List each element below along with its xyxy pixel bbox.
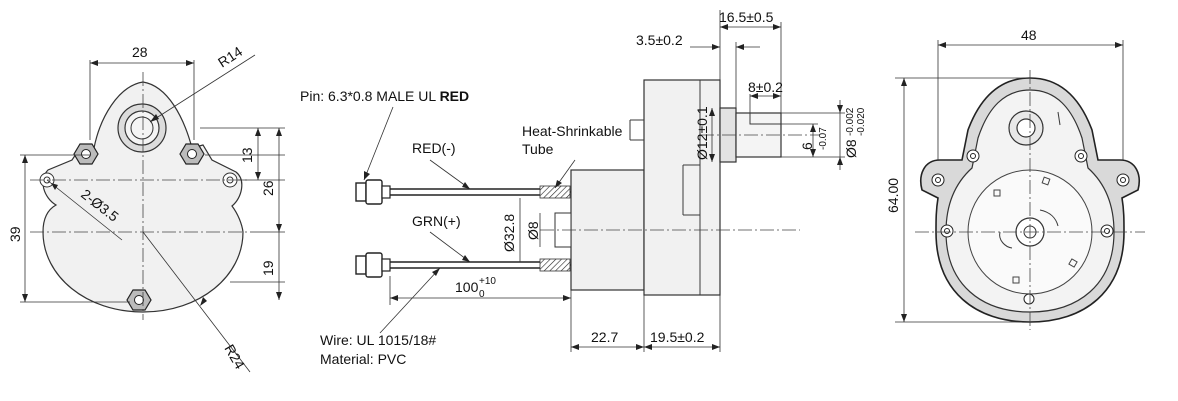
pin-label: Pin: 6.3*0.8 MALE UL RED	[300, 88, 469, 104]
pin-label-text: Pin: 6.3*0.8 MALE UL	[300, 88, 440, 104]
dim-inner-dia: Ø8	[525, 221, 541, 240]
dim-boss-dia: Ø12±0.1	[694, 106, 710, 160]
front-top-shaft	[124, 110, 160, 146]
front-nut-bottom	[126, 289, 152, 311]
front-nut-left	[73, 143, 99, 165]
side-main-housing	[643, 79, 721, 296]
dim-h-lower: 19	[260, 260, 276, 276]
heat-shrink-grn	[539, 258, 571, 272]
wire-spec-label-2: Material: PVC	[320, 351, 406, 367]
rear-screw-3	[940, 224, 954, 238]
dim-flat-tol: -0.07	[818, 127, 829, 150]
dim-wire-tol-dn: 0	[479, 289, 485, 300]
dim-shaft-tol-dn: -0.020	[856, 107, 867, 136]
dim-wire-tol-up: +10	[479, 276, 496, 287]
heat-shrink-label-2: Tube	[522, 141, 554, 157]
front-view: 28 R14 39 2-Ø3.5 13 26 19	[7, 43, 285, 373]
connector-red	[355, 179, 391, 205]
rear-view: 48 64.00	[885, 27, 1145, 330]
dim-wire-len: 100	[455, 279, 479, 295]
dim-radius-top: R14	[215, 43, 245, 71]
dim-depth-b: 19.5±0.2	[650, 329, 705, 345]
dim-h-upper: 13	[239, 147, 255, 163]
grn-wire-label: GRN(+)	[412, 213, 461, 229]
rear-screw-4	[1100, 224, 1114, 238]
dim-depth-a: 22.7	[591, 329, 618, 345]
red-wire-label: RED(-)	[412, 140, 456, 156]
dim-radius-bottom: R24	[221, 342, 248, 372]
dim-shaft-tol-up: -0.002	[845, 107, 856, 136]
rear-screw-1	[966, 149, 980, 163]
dim-width-top: 28	[132, 44, 148, 60]
dim-rear-height: 64.00	[885, 178, 901, 213]
dim-shaft-len: 16.5±0.5	[719, 9, 774, 25]
dim-shaft-flat: 8±0.2	[748, 79, 783, 95]
rear-ear-hole-right	[1116, 173, 1130, 187]
rear-screw-5	[1023, 293, 1035, 305]
dim-body-dia: Ø32.8	[501, 214, 517, 252]
heat-shrink-label-1: Heat-Shrinkable	[522, 123, 623, 139]
dim-shaft-dia: Ø8	[843, 139, 859, 158]
dim-height-left: 39	[7, 226, 23, 242]
dim-rear-width: 48	[1021, 27, 1037, 43]
rear-screw-2	[1074, 149, 1088, 163]
side-view: Pin: 6.3*0.8 MALE UL RED RED(-) GRN(+) H…	[300, 9, 867, 367]
front-body-outline	[42, 81, 244, 313]
dim-h-mid: 26	[260, 180, 276, 196]
connector-grn	[355, 252, 391, 278]
rear-ear-hole-left	[931, 173, 945, 187]
dim-offset: 3.5±0.2	[636, 32, 683, 48]
wire-spec-label-1: Wire: UL 1015/18#	[320, 332, 436, 348]
pin-color: RED	[440, 88, 470, 104]
front-nut-right	[179, 143, 205, 165]
dim-flat-size: 6	[799, 142, 815, 150]
